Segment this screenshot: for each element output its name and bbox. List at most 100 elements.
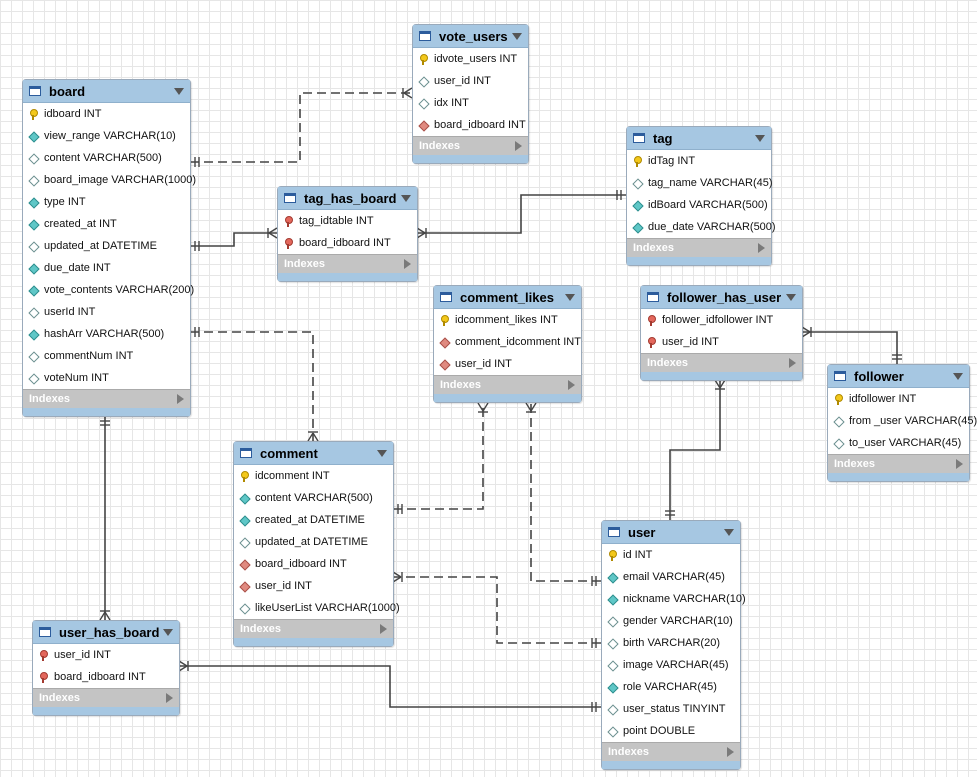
collapse-arrow-icon[interactable] [755,134,765,142]
relationship-user-comment[interactable] [393,576,601,644]
column-row[interactable]: to_user VARCHAR(45) [828,432,969,454]
table-header[interactable]: user [602,521,740,544]
table-header[interactable]: follower [828,365,969,388]
indexes-section[interactable]: Indexes [234,619,393,638]
column-row[interactable]: likeUserList VARCHAR(1000) [234,597,400,619]
expand-arrow-icon[interactable] [568,380,575,390]
collapse-arrow-icon[interactable] [786,293,796,301]
column-row[interactable]: created_at INT [23,213,190,235]
column-row[interactable]: board_idboard INT [278,232,417,254]
indexes-section[interactable]: Indexes [627,238,771,257]
column-row[interactable]: role VARCHAR(45) [602,676,740,698]
column-row[interactable]: point DOUBLE [602,720,740,742]
column-row[interactable]: board_image VARCHAR(1000) [23,169,196,191]
expand-arrow-icon[interactable] [956,459,963,469]
table-header[interactable]: comment [234,442,393,465]
column-row[interactable]: from _user VARCHAR(45) [828,410,977,432]
column-row[interactable]: due_date VARCHAR(500) [627,216,776,238]
column-row[interactable]: updated_at DATETIME [23,235,190,257]
column-row[interactable]: idvote_users INT [413,48,528,70]
column-row[interactable]: userId INT [23,301,190,323]
relationship-board-tag_has_board[interactable] [190,232,277,247]
column-row[interactable]: tag_name VARCHAR(45) [627,172,773,194]
collapse-arrow-icon[interactable] [512,32,522,40]
column-row[interactable]: idboard INT [23,103,190,125]
column-row[interactable]: content VARCHAR(500) [234,487,393,509]
relationship-follower-follower_has_user[interactable] [802,331,898,364]
column-row[interactable]: user_id INT [413,70,528,92]
column-row[interactable]: email VARCHAR(45) [602,566,740,588]
column-row[interactable]: idx INT [413,92,528,114]
indexes-section[interactable]: Indexes [33,688,179,707]
column-row[interactable]: idBoard VARCHAR(500) [627,194,771,216]
table-header[interactable]: board [23,80,190,103]
indexes-section[interactable]: Indexes [278,254,417,273]
expand-arrow-icon[interactable] [789,358,796,368]
column-row[interactable]: follower_idfollower INT [641,309,802,331]
collapse-arrow-icon[interactable] [401,194,411,202]
table-header[interactable]: tag [627,127,771,150]
column-row[interactable]: board_idboard INT [413,114,528,136]
collapse-arrow-icon[interactable] [377,449,387,457]
expand-arrow-icon[interactable] [380,624,387,634]
relationship-user-comment_likes[interactable] [530,403,601,582]
expand-arrow-icon[interactable] [758,243,765,253]
relationship-board-vote_users[interactable] [190,92,412,163]
collapse-arrow-icon[interactable] [953,372,963,380]
column-row[interactable]: user_id INT [434,353,581,375]
column-row[interactable]: comment_idcomment INT [434,331,581,353]
relationship-board-comment[interactable] [190,331,314,441]
column-row[interactable]: hashArr VARCHAR(500) [23,323,190,345]
relationship-user-user_has_board[interactable] [179,665,601,708]
column-row[interactable]: board_idboard INT [234,553,393,575]
collapse-arrow-icon[interactable] [565,293,575,301]
expand-arrow-icon[interactable] [515,141,522,151]
table-header[interactable]: user_has_board [33,621,179,644]
column-row[interactable]: commentNum INT [23,345,190,367]
column-row[interactable]: idfollower INT [828,388,969,410]
column-row[interactable]: content VARCHAR(500) [23,147,190,169]
expand-arrow-icon[interactable] [166,693,173,703]
relationship-comment-comment_likes[interactable] [393,403,484,510]
collapse-arrow-icon[interactable] [174,87,184,95]
indexes-section[interactable]: Indexes [434,375,581,394]
collapse-arrow-icon[interactable] [163,628,173,636]
relationship-user-follower_has_user[interactable] [669,380,721,520]
collapse-arrow-icon[interactable] [724,528,734,536]
column-row[interactable]: tag_idtable INT [278,210,417,232]
column-row[interactable]: vote_contents VARCHAR(200) [23,279,194,301]
column-row[interactable]: image VARCHAR(45) [602,654,740,676]
expand-arrow-icon[interactable] [727,747,734,757]
column-row[interactable]: nickname VARCHAR(10) [602,588,746,610]
indexes-section[interactable]: Indexes [641,353,802,372]
column-row[interactable]: idTag INT [627,150,771,172]
indexes-section[interactable]: Indexes [602,742,740,761]
indexes-section[interactable]: Indexes [23,389,190,408]
table-header[interactable]: follower_has_user [641,286,802,309]
column-row[interactable]: idcomment_likes INT [434,309,581,331]
column-row[interactable]: birth VARCHAR(20) [602,632,740,654]
column-row[interactable]: voteNum INT [23,367,190,389]
column-row[interactable]: user_id INT [33,644,179,666]
column-row[interactable]: id INT [602,544,740,566]
column-row[interactable]: updated_at DATETIME [234,531,393,553]
column-row[interactable]: user_status TINYINT [602,698,740,720]
indexes-section[interactable]: Indexes [413,136,528,155]
column-row[interactable]: view_range VARCHAR(10) [23,125,190,147]
column-row[interactable]: due_date INT [23,257,190,279]
expand-arrow-icon[interactable] [177,394,184,404]
column-row[interactable]: idcomment INT [234,465,393,487]
table-header[interactable]: tag_has_board [278,187,417,210]
relationship-tag-tag_has_board[interactable] [417,194,626,234]
column-row[interactable]: user_id INT [234,575,393,597]
